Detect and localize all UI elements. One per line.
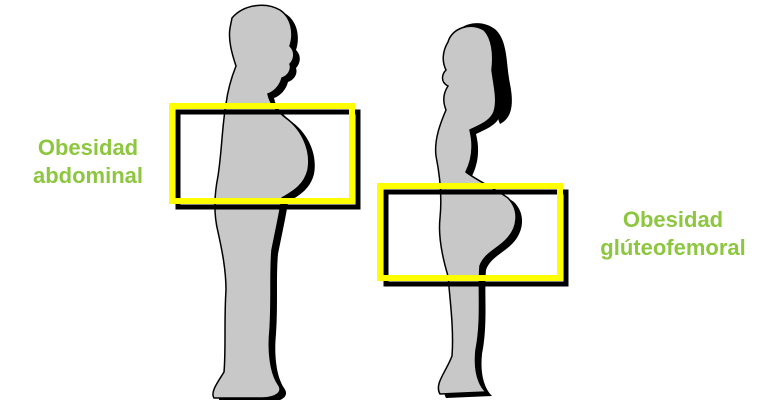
label-abdominal-line2: abdominal xyxy=(8,162,168,190)
female-silhouette-pear-shape-icon xyxy=(436,23,522,398)
label-abdominal-line1: Obesidad xyxy=(8,134,168,162)
label-gluteofemoral-line1: Obesidad xyxy=(578,206,768,234)
label-gluteofemoral-line2: glúteofemoral xyxy=(578,234,768,262)
label-obesidad-abdominal: Obesidad abdominal xyxy=(8,134,168,190)
label-obesidad-gluteofemoral: Obesidad glúteofemoral xyxy=(578,206,768,262)
